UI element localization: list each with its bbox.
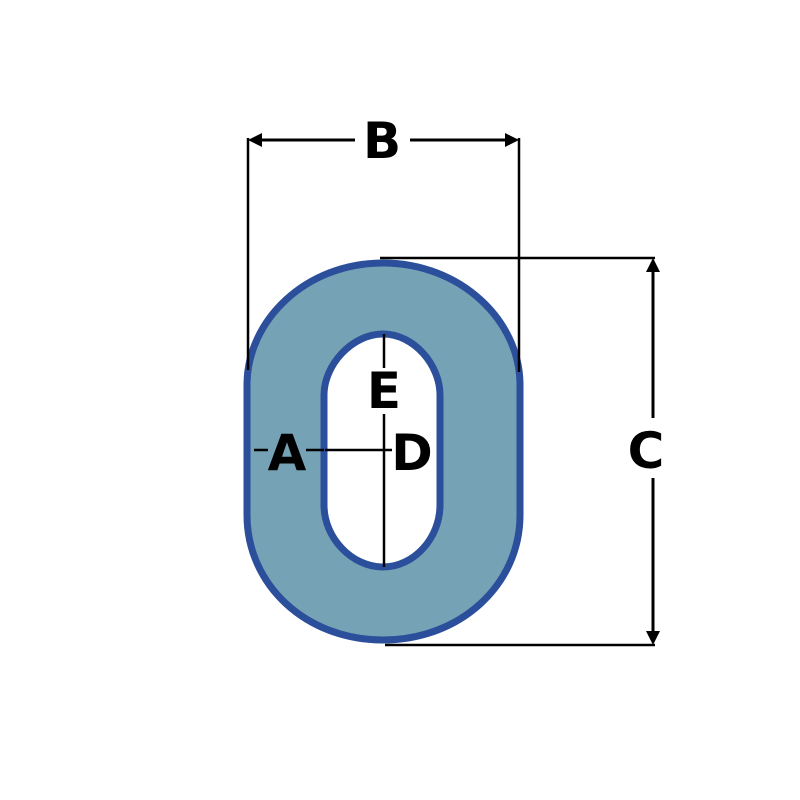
dimension-b-label: B — [363, 112, 401, 170]
dimension-e: E — [364, 334, 404, 567]
dimension-a-label: A — [268, 424, 307, 482]
dimension-c-arrow-top — [646, 258, 660, 272]
dimension-c: C — [380, 256, 665, 647]
dimension-d: D — [325, 424, 433, 482]
dimension-c-arrow-bottom — [646, 631, 660, 645]
dimension-e-label-backing — [364, 368, 404, 414]
dimension-b-arrow-right — [505, 133, 519, 147]
dimension-b: B — [246, 112, 521, 372]
dimension-e-label: E — [367, 362, 401, 420]
dimension-d-label: D — [391, 424, 433, 482]
dimension-a: A — [254, 424, 324, 482]
dimension-b-arrow-left — [248, 133, 262, 147]
dimension-c-label: C — [628, 422, 665, 480]
